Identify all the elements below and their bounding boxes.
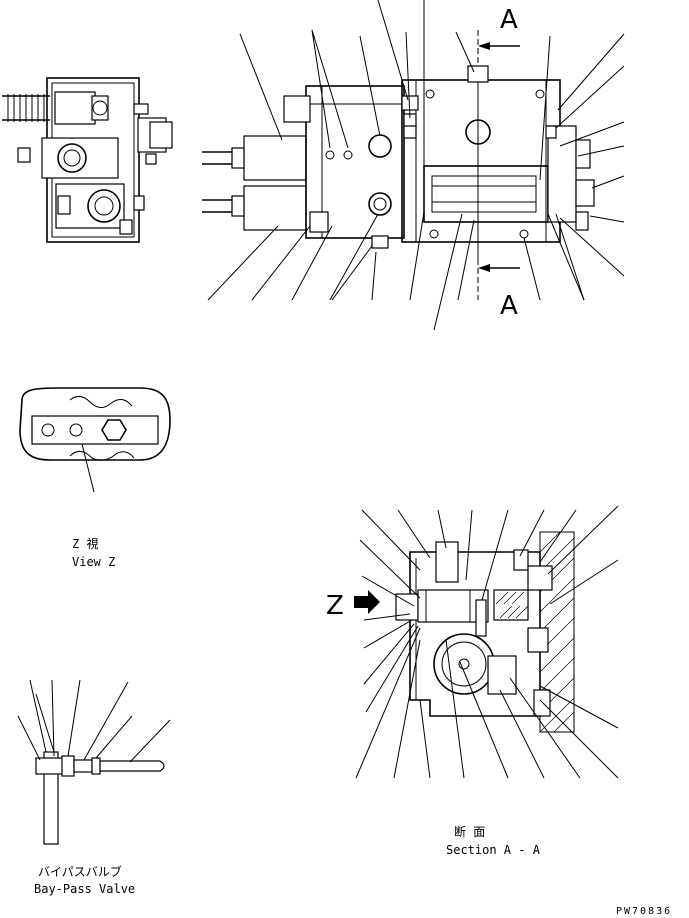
section-marker-bottom: A xyxy=(500,291,518,321)
drawing-code: PW70836 xyxy=(616,906,672,917)
section-jp-label: 断 面 xyxy=(454,824,485,839)
section-marker-top: A xyxy=(500,5,518,35)
section-en-label: Section A - A xyxy=(446,843,541,857)
main-valve-view xyxy=(202,30,595,300)
leader-lines-main xyxy=(207,0,625,331)
side-view xyxy=(2,77,173,243)
leader-lines-section xyxy=(355,505,619,779)
z-arrow-label: Z xyxy=(326,591,344,621)
section-a-a xyxy=(354,531,575,733)
view-z xyxy=(19,387,171,493)
bypass-valve xyxy=(17,679,171,845)
view-z-en-label: View Z xyxy=(72,555,115,569)
bypass-jp-label: バイパスバルブ xyxy=(38,864,122,879)
view-z-jp-label: Z 視 xyxy=(72,536,98,551)
bypass-en-label: Bay-Pass Valve xyxy=(34,882,135,896)
